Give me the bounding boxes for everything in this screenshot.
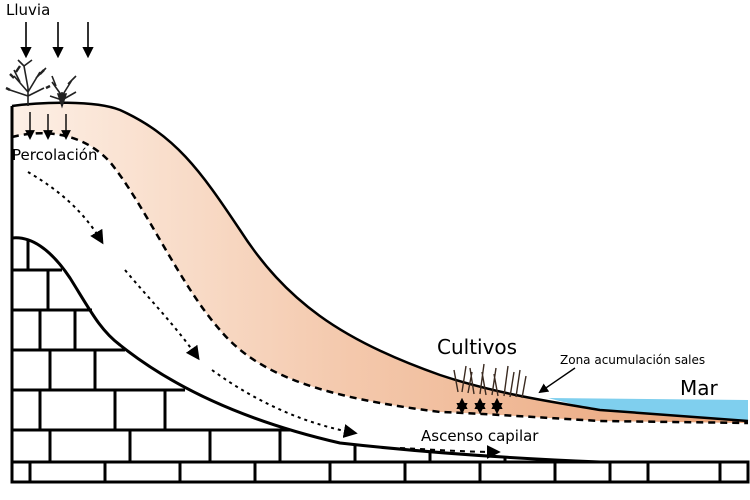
terrain-surface bbox=[11, 101, 749, 423]
percolation-arrow-4 bbox=[399, 444, 501, 459]
vegetation-icon bbox=[5, 59, 77, 109]
sea-water bbox=[548, 398, 748, 421]
crops-label: Cultivos bbox=[437, 335, 517, 359]
percolation-arrow-3 bbox=[211, 369, 358, 438]
infiltration-arrows bbox=[25, 112, 71, 140]
capillary-label: Ascenso capilar bbox=[421, 427, 539, 445]
sea-label: Mar bbox=[680, 376, 719, 400]
salt-zone-pointer bbox=[538, 367, 576, 394]
rain-arrows bbox=[20, 22, 94, 59]
rain-label: Lluvia bbox=[6, 1, 50, 19]
percolation-label: Percolación bbox=[12, 146, 97, 164]
crops-icon bbox=[453, 363, 527, 399]
water-table-line bbox=[11, 132, 749, 425]
percolation-arrow-1 bbox=[27, 171, 104, 245]
bedrock bbox=[10, 236, 750, 484]
capillary-arrows bbox=[456, 397, 503, 415]
percolation-arrow-2 bbox=[124, 269, 200, 361]
soil-band bbox=[12, 102, 748, 423]
salt-zone-label: Zona acumulación sales bbox=[560, 353, 705, 367]
